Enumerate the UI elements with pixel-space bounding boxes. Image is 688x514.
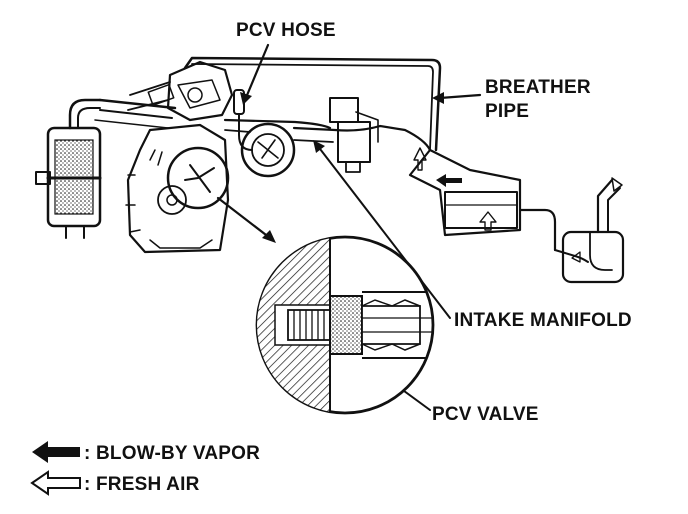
legend-blow-by-label: : BLOW-BY VAPOR bbox=[84, 443, 260, 464]
engine-assembly bbox=[125, 60, 234, 254]
pcv-valve-label: PCV VALVE bbox=[432, 404, 539, 425]
pcv-valve-detail bbox=[255, 235, 435, 415]
intake-duct bbox=[98, 98, 177, 110]
pcv-hose-label: PCV HOSE bbox=[236, 20, 336, 41]
intake-manifold bbox=[223, 97, 432, 178]
breather-pipe bbox=[183, 56, 442, 152]
solid-left-arrow-icon bbox=[32, 441, 80, 463]
breather-pipe-label-line2: PIPE bbox=[485, 101, 529, 122]
breather-pipe-label-line1: BREATHER bbox=[485, 77, 591, 98]
detail-pointer bbox=[216, 196, 276, 243]
intake-manifold-label: INTAKE MANIFOLD bbox=[454, 310, 632, 331]
outline-left-arrow-icon bbox=[30, 470, 81, 496]
oil-separator bbox=[554, 177, 625, 284]
canister-box bbox=[408, 147, 557, 252]
air-cleaner bbox=[35, 98, 102, 239]
legend: : BLOW-BY VAPOR : FRESH AIR bbox=[30, 441, 260, 496]
legend-fresh-air-label: : FRESH AIR bbox=[84, 474, 200, 495]
